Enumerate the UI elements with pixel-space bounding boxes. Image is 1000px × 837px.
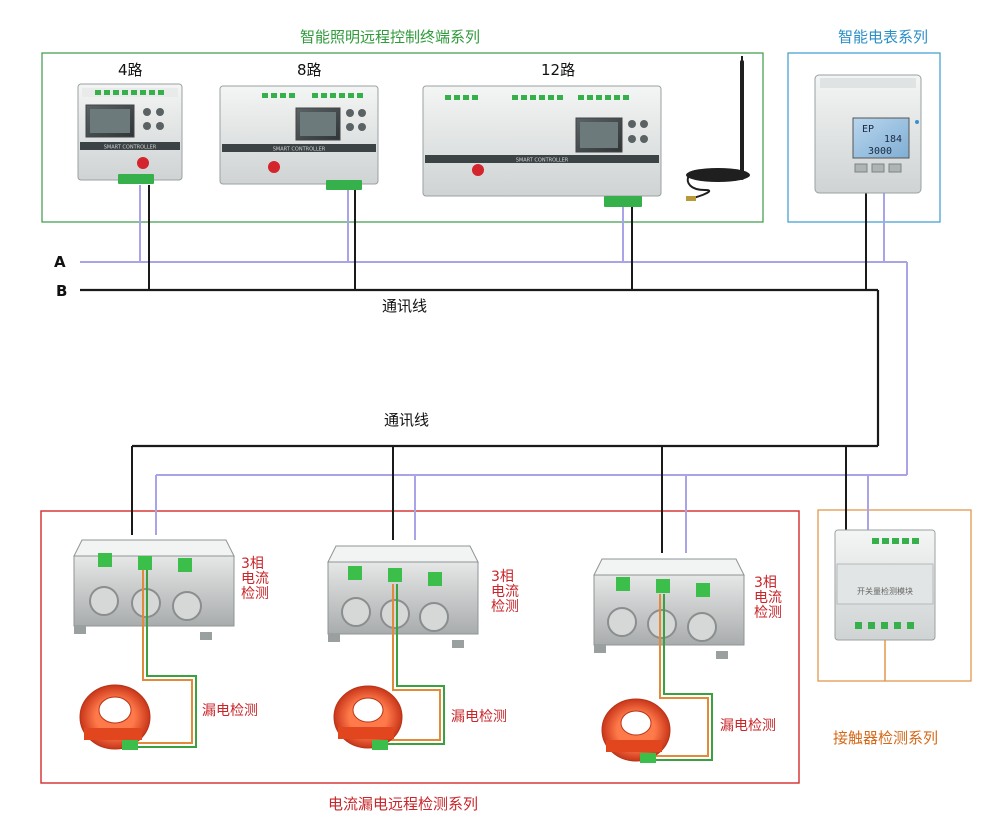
contactor-module-text: 开关量检测模块 (857, 586, 913, 596)
leak-group-title: 电流漏电远程检测系列 (328, 795, 479, 813)
leak-wire-3-orange (648, 594, 709, 757)
sensor-1-leak-label: 漏电检测 (202, 703, 258, 719)
lighting-group-title: 智能照明远程控制终端系列 (300, 28, 481, 46)
meter-group-frame (787, 52, 941, 223)
ct-sensor-1 (73, 539, 235, 640)
controller-4ch: SMART CONTROLLER (77, 83, 183, 184)
leak-wire-2-green (384, 584, 445, 745)
comm-line-label-lower: 通讯线 (384, 411, 430, 429)
bus-a-label: A (54, 253, 66, 271)
controller-4-model: SMART CONTROLLER (104, 145, 157, 151)
sensor-3-leak-label: 漏电检测 (720, 718, 776, 734)
meter-display-line2: 184 (884, 134, 902, 145)
leak-ct-3 (601, 698, 671, 763)
leak-group-frame (40, 510, 800, 784)
leak-wire-1-orange (130, 570, 193, 744)
controller-12ch: SMART CONTROLLER (422, 85, 662, 207)
sensor-3-phase-label: 3相电流检测 (754, 575, 782, 621)
ct-sensor-2 (327, 545, 479, 648)
controller-12-model: SMART CONTROLLER (516, 158, 569, 164)
controller-8ch: SMART CONTROLLER (219, 85, 379, 190)
leak-ct-1 (79, 684, 151, 750)
leak-ct-2 (333, 685, 403, 750)
bus-b-label: B (56, 282, 68, 300)
leak-wire-3-green (652, 594, 713, 761)
sensor-2-leak-label: 漏电检测 (451, 709, 507, 725)
leak-wire-2-orange (380, 584, 441, 741)
lighting-group-frame (41, 52, 764, 223)
sensor-1-phase-label: 3相电流检测 (241, 556, 269, 602)
controller-4-label: 4路 (118, 61, 143, 79)
controller-12-drop (622, 205, 633, 290)
controller-8-drop (347, 190, 356, 290)
contactor-module: 开关量检测模块 (834, 529, 936, 641)
antenna-icon (686, 56, 750, 201)
controller-8-label: 8路 (297, 61, 322, 79)
meter-group-title: 智能电表系列 (838, 28, 929, 46)
controller-8-model: SMART CONTROLLER (273, 147, 326, 153)
comm-line-label-upper: 通讯线 (382, 297, 428, 315)
meter-drop (865, 193, 885, 290)
smart-meter: EP 184 3000 (814, 74, 922, 194)
contactor-group-title: 接触器检测系列 (833, 729, 939, 747)
controller-12-label: 12路 (541, 61, 576, 79)
leak-wire-1-green (134, 570, 197, 748)
controller-4-drop (139, 185, 150, 290)
ct-sensor-3 (593, 558, 745, 659)
meter-display-line3: 3000 (868, 146, 892, 157)
sensor-2-phase-label: 3相电流检测 (491, 569, 519, 615)
contactor-group-frame (817, 509, 972, 682)
meter-display-line1: EP (862, 124, 874, 135)
